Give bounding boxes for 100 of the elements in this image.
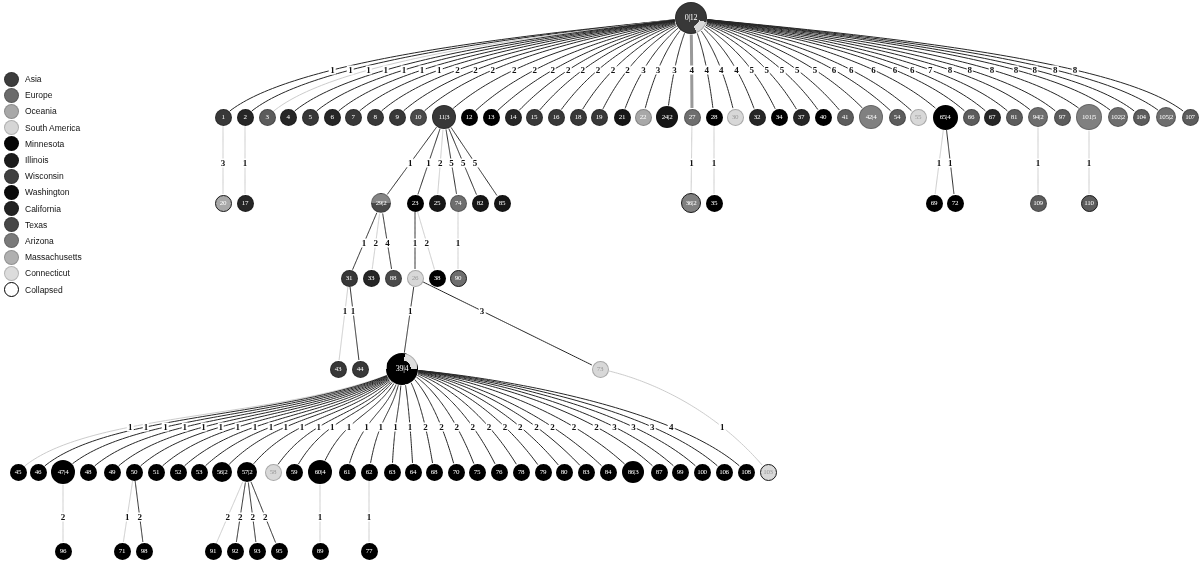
edge-label: 6: [870, 65, 877, 75]
edge-label: 2: [533, 422, 540, 432]
edge-label: 1: [382, 65, 390, 75]
legend-label: Illinois: [25, 155, 49, 166]
edge-label: 2: [517, 422, 524, 432]
edge-label: 5: [460, 158, 467, 168]
edge-label: 8: [946, 65, 954, 75]
connector-line: [450, 126, 498, 196]
edge-label: 4: [718, 65, 725, 75]
edge-label: 1: [341, 306, 349, 316]
connector-line: [704, 26, 776, 110]
edge-label: 1: [365, 512, 373, 522]
connector-line: [277, 381, 392, 465]
connector-line: [392, 385, 402, 464]
edge-label: 1: [1085, 158, 1093, 168]
edge-label: 1: [200, 422, 207, 432]
edge-label: 2: [579, 65, 586, 75]
edge-label: 6: [830, 65, 838, 75]
connector-line: [445, 128, 458, 195]
edge-label: 2: [59, 512, 67, 522]
legend-label: Asia: [25, 74, 42, 85]
edge-label: 2: [549, 422, 556, 432]
edge-label: 4: [688, 65, 695, 75]
connector-line: [349, 384, 397, 464]
connector-line: [700, 30, 734, 109]
legend-label: Collapsed: [25, 284, 63, 295]
legend-label: Washington: [25, 187, 70, 198]
edge-label: 2: [261, 512, 269, 522]
edge-label: 2: [437, 158, 444, 168]
edge-label: 1: [411, 238, 419, 248]
edge-label: 2: [565, 65, 572, 75]
edge-label: 1: [127, 422, 134, 432]
connector-line: [706, 22, 863, 109]
connector-line: [417, 373, 517, 465]
connector-line: [624, 27, 679, 109]
connector-line: [448, 128, 477, 196]
edge-label: 5: [793, 65, 801, 75]
edge-label: 1: [454, 238, 462, 248]
edge-label: 3: [654, 65, 662, 75]
edge-label: 2: [438, 422, 445, 432]
edge-label: 1: [436, 65, 443, 75]
edge-label: 2: [249, 512, 256, 522]
connector-line: [602, 25, 678, 110]
edge-label: 1: [142, 422, 150, 432]
edge-label: 5: [778, 65, 786, 75]
edge-label: 1: [267, 422, 275, 432]
edge-label: 1: [363, 422, 370, 432]
edge-label: 3: [478, 306, 486, 316]
legend-label: South America: [25, 122, 81, 133]
connector-line: [582, 24, 677, 110]
edge-label: 1: [688, 158, 695, 168]
connector-line: [247, 482, 257, 543]
connector-line: [690, 125, 693, 193]
edge-label: 4: [703, 65, 711, 75]
connector-line: [705, 24, 797, 110]
edge-label: 8: [1071, 65, 1079, 75]
edge-label: 1: [329, 65, 336, 75]
edge-label: 1: [947, 158, 954, 168]
edge-label: 6: [891, 65, 899, 75]
connector-line: [437, 129, 444, 195]
edge-label: 1: [241, 158, 249, 168]
edge-label: 5: [448, 158, 455, 168]
connector-line: [386, 126, 438, 195]
connector-line: [324, 383, 395, 461]
connector-line: [403, 286, 415, 354]
edge-label: 2: [136, 512, 143, 522]
connector-line: [946, 129, 955, 195]
edge-label: 2: [236, 512, 244, 522]
edge-label: 1: [365, 65, 372, 75]
edge-label: 1: [360, 238, 368, 248]
edge-label: 2: [609, 65, 617, 75]
edge-label: 5: [748, 65, 755, 75]
edge-label: 1: [710, 158, 718, 168]
edge-label: 3: [671, 65, 678, 75]
edge-label: 8: [1052, 65, 1059, 75]
edge-label: 1: [298, 422, 306, 432]
legend-label: Oceania: [25, 106, 57, 117]
edge-label: 1: [349, 306, 357, 316]
edge-label: 7: [927, 65, 934, 75]
connector-line: [644, 30, 681, 109]
connector-line: [371, 213, 381, 270]
edge-label: 2: [454, 65, 461, 75]
connector-line: [250, 481, 277, 544]
edge-label: 2: [501, 422, 509, 432]
edge-label: 1: [418, 65, 426, 75]
edge-label: 2: [423, 238, 430, 248]
edge-label: 1: [217, 422, 224, 432]
edge-label: 1: [234, 422, 242, 432]
connector-line: [608, 370, 763, 466]
edge-label: 3: [649, 422, 656, 432]
connector-line: [216, 481, 244, 544]
edge-label: 3: [640, 65, 647, 75]
edge-label: 6: [909, 65, 916, 75]
edge-label: 1: [935, 158, 943, 168]
edge-label: 1: [400, 65, 408, 75]
edge-label: 4: [733, 65, 740, 75]
connector-line: [414, 211, 416, 270]
edge-label: 8: [1031, 65, 1039, 75]
edge-label: 5: [811, 65, 819, 75]
edge-label: 2: [472, 65, 479, 75]
